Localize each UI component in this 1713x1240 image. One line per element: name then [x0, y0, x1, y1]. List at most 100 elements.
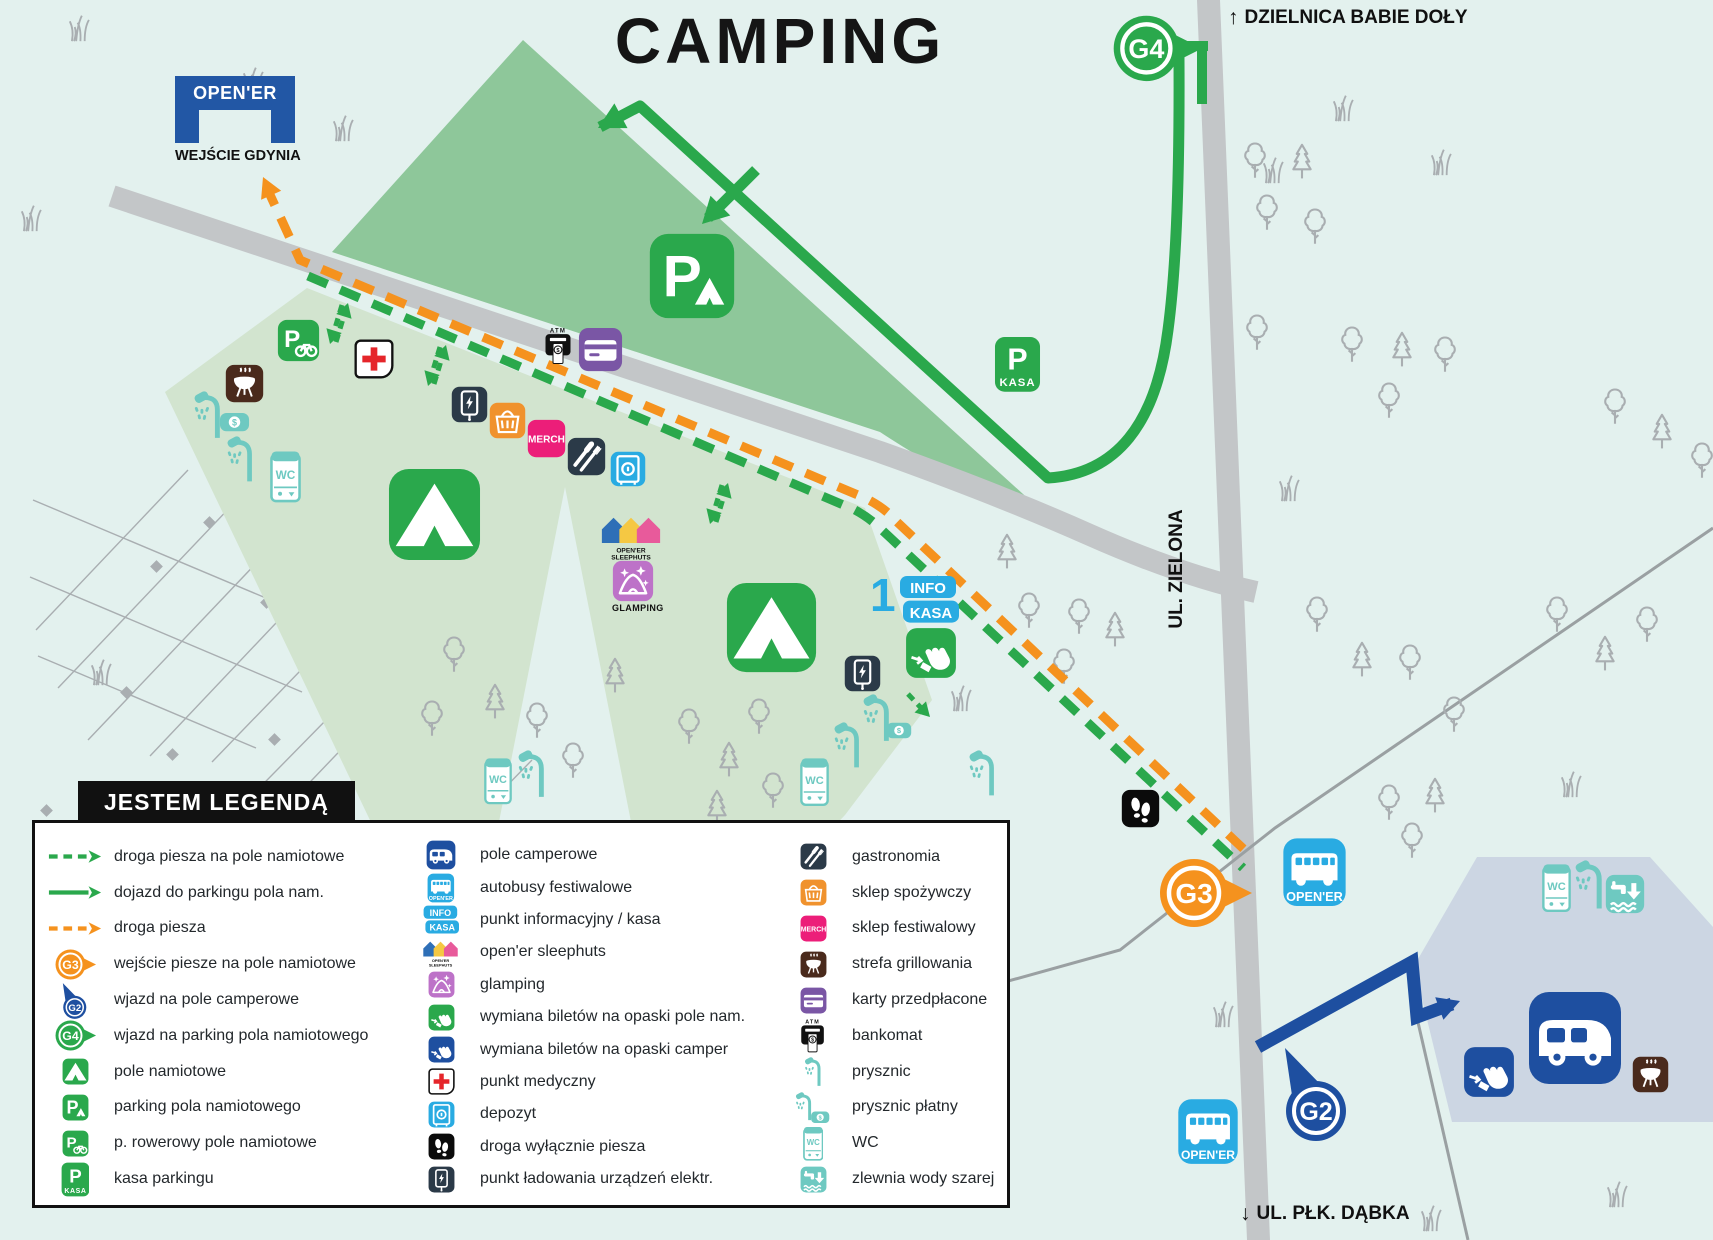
svg-text:MERCH: MERCH — [800, 926, 826, 933]
road-diagonal — [108, 185, 1259, 603]
gate-g3-icon: G3 — [47, 946, 103, 983]
info-kasa-icon: INFO KASA — [413, 905, 469, 935]
icon-caption: GLAMPING — [612, 603, 664, 613]
svg-text:WC: WC — [805, 775, 823, 787]
grill-icon — [1632, 1056, 1669, 1093]
legend-item-label: glamping — [480, 975, 545, 993]
legend-item: droga piesza na pole namiotowe — [47, 839, 413, 875]
legend-item-label: sklep spożywczy — [852, 883, 972, 901]
svg-text:WC: WC — [806, 1138, 819, 1147]
wc-icon: WC — [785, 1126, 841, 1161]
legend-item-label: wejście piesze na pole namiotowe — [114, 955, 356, 973]
footprints-icon — [413, 1133, 469, 1160]
legend-item-label: wjazd na pole camperowe — [114, 991, 299, 1009]
legend-item: punkt medyczny — [413, 1066, 785, 1098]
street-label-zielona: UL. ZIELONA — [1166, 509, 1187, 629]
svg-text:P: P — [66, 1134, 76, 1151]
gastro-icon — [567, 437, 606, 476]
svg-text:P: P — [663, 244, 702, 309]
legend-item-label: droga piesza na pole namiotowe — [114, 847, 345, 865]
gate-g2-pin: G2 — [1275, 1040, 1359, 1144]
shower-icon — [193, 391, 223, 440]
svg-text:OPEN'ER: OPEN'ER — [432, 958, 450, 963]
wristband-blue-icon — [413, 1036, 469, 1063]
legend-item-label: strefa grillowania — [852, 955, 973, 973]
legend-item: sklep spożywczy — [785, 875, 1003, 911]
medical-icon — [354, 339, 394, 379]
legend-item: depozyt — [413, 1098, 785, 1130]
svg-text:P: P — [66, 1098, 78, 1118]
gate-entrance-label: WEJŚCIE GDYNIA — [175, 148, 301, 164]
gate-g4-icon: G4 — [47, 1017, 103, 1054]
merch-icon: MERCH — [785, 915, 841, 942]
legend-item-label: karty przedpłacone — [852, 991, 988, 1009]
grill-icon — [785, 951, 841, 978]
legend-title: JESTEM LEGENDĄ — [78, 781, 355, 823]
svg-text:OPEN'ER: OPEN'ER — [616, 547, 646, 554]
legend-item-label: prysznic — [852, 1062, 911, 1080]
basket-icon — [489, 402, 526, 439]
atm-icon: ATM $ — [543, 326, 573, 365]
legend-item-label: droga piesza — [114, 919, 206, 937]
legend-item-label: sklep festiwalowy — [852, 919, 976, 937]
svg-text:$: $ — [819, 1115, 823, 1121]
svg-text:MERCH: MERCH — [528, 435, 565, 446]
bus-icon: OPEN'ER — [413, 873, 469, 903]
legend-item-label: pole namiotowe — [114, 1062, 227, 1080]
legend-item-label: pole camperowe — [480, 846, 598, 864]
legend-item: pole namiotowe — [47, 1054, 413, 1090]
legend-item: G3 wejście piesze na pole namiotowe — [47, 946, 413, 982]
svg-text:G3: G3 — [62, 958, 79, 972]
legend-item: wymiana biletów na opaski pole nam. — [413, 1001, 785, 1033]
svg-text:OPEN'ER: OPEN'ER — [429, 896, 453, 902]
shower-icon — [1574, 860, 1605, 910]
p-bike-icon: P — [277, 319, 320, 362]
legend-item-label: wjazd na parking pola namiotowego — [114, 1026, 369, 1044]
legend-item-label: p. rowerowy pole namiotowe — [114, 1134, 317, 1152]
legend-item-label: kasa parkingu — [114, 1170, 214, 1188]
shower-icon — [226, 436, 255, 483]
shower-icon — [968, 750, 997, 797]
medical-icon — [413, 1068, 469, 1096]
route-pedestrian-green — [306, 271, 1247, 872]
sleephuts-icon: OPEN'ER SLEEPHUTS — [598, 510, 664, 562]
svg-text:WC: WC — [1547, 881, 1565, 893]
charging-icon — [451, 386, 488, 423]
greywater-icon — [1605, 874, 1645, 914]
street-label-dabka: ↓ UL. PŁK. DĄBKA — [1240, 1202, 1410, 1225]
svg-text:INFO: INFO — [430, 908, 452, 918]
cards-icon — [578, 327, 623, 372]
svg-text:$: $ — [812, 1038, 815, 1044]
sleephuts-icon: OPEN'ER SLEEPHUTS — [413, 937, 469, 968]
svg-text:G2: G2 — [68, 1003, 81, 1014]
legend-item: gastronomia — [785, 839, 1003, 875]
depozyt-icon — [610, 451, 646, 487]
atm-icon: ATM $ — [785, 1018, 841, 1053]
gate-g3-pin: G3 — [1152, 851, 1256, 935]
basket-icon — [785, 879, 841, 906]
route-camper-blue — [1254, 951, 1460, 1053]
charging-icon — [413, 1166, 469, 1193]
gate-leg — [175, 110, 199, 143]
opener-brand: OPEN'ER — [193, 82, 277, 103]
legend-item: wymiana biletów na opaski camper — [413, 1033, 785, 1065]
glamping-icon — [413, 971, 469, 998]
legend-item-label: bankomat — [852, 1026, 923, 1044]
gate-g4-pin: G4 — [1106, 8, 1206, 89]
legend-item: glamping — [413, 969, 785, 1001]
camper-icon — [1527, 990, 1623, 1086]
svg-text:$: $ — [556, 348, 560, 354]
svg-text:SLEEPHUTS: SLEEPHUTS — [429, 962, 453, 967]
legend-item: $prysznic płatny — [785, 1090, 1003, 1126]
bus-icon: OPEN'ER — [1177, 1098, 1239, 1165]
legend-item-label: wymiana biletów na opaski camper — [480, 1040, 729, 1058]
svg-text:WC: WC — [276, 468, 296, 482]
route-pedestrian-orange — [261, 177, 1254, 859]
p-kasa-icon: P KASA — [47, 1162, 103, 1197]
depozyt-icon — [413, 1101, 469, 1128]
page-title: CAMPING — [614, 5, 946, 77]
